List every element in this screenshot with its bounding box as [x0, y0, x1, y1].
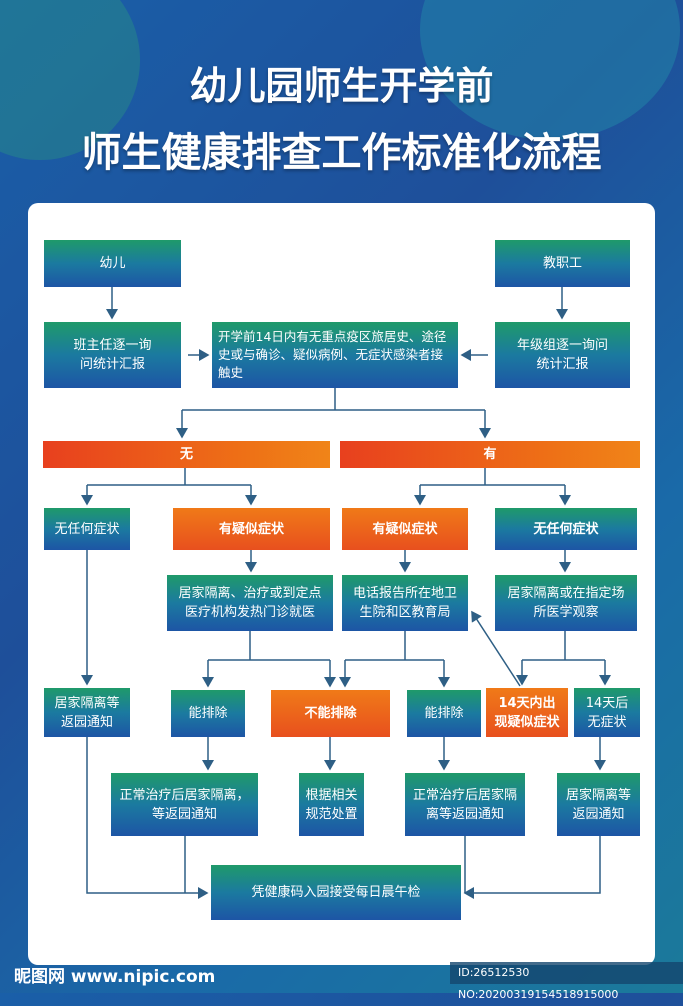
watermark-site: 昵图网 www.nipic.com — [14, 967, 216, 987]
branch-yes: 有 — [340, 441, 640, 468]
node-no-symptoms-right: 无任何症状 — [495, 508, 637, 550]
branch-no: 无 — [43, 441, 330, 468]
node-symptoms-within-14-days: 14天内出现疑似症状 — [486, 688, 568, 737]
title-line-1: 幼儿园师生开学前 — [189, 64, 494, 108]
node-phone-report: 电话报告所在地卫生院和区教育局 — [342, 575, 468, 631]
node-home-wait-left: 居家隔离等返园通知 — [44, 688, 130, 737]
node-treat-then-home-right: 正常治疗后居家隔离等返园通知 — [405, 773, 525, 836]
node-cannot-exclude: 不能排除 — [271, 690, 390, 737]
title-line-2: 师生健康排查工作标准化流程 — [81, 130, 602, 176]
node-home-or-observation: 居家隔离或在指定场所医学观察 — [495, 575, 637, 631]
node-home-isolation-treatment: 居家隔离、治疗或到定点医疗机构发热门诊就医 — [167, 575, 333, 631]
node-no-symptoms-left: 无任何症状 — [44, 508, 130, 550]
node-can-exclude-right: 能排除 — [407, 690, 481, 737]
node-can-exclude-left: 能排除 — [171, 690, 245, 737]
node-suspected-left: 有疑似症状 — [173, 508, 330, 550]
node-children: 幼儿 — [44, 240, 181, 287]
node-head-teacher: 班主任逐一询问统计汇报 — [44, 322, 181, 388]
node-after-14-days-no-symptoms: 14天后无症状 — [574, 688, 640, 737]
node-home-wait-right: 居家隔离等返园通知 — [557, 773, 640, 836]
node-staff: 教职工 — [495, 240, 630, 287]
node-handle-per-rules: 根据相关规范处置 — [299, 773, 364, 836]
node-grade-group: 年级组逐一询问统计汇报 — [495, 322, 630, 388]
node-final-health-code-check: 凭健康码入园接受每日晨午检 — [211, 865, 461, 920]
node-history-check: 开学前14日内有无重点疫区旅居史、途径史或与确诊、疑似病例、无症状感染者接触史 — [212, 322, 458, 388]
node-treat-then-home-left: 正常治疗后居家隔离，等返园通知 — [111, 773, 258, 836]
watermark-id: ID:26512530 NO:20200319154518915000 — [450, 962, 683, 1001]
node-suspected-right: 有疑似症状 — [342, 508, 468, 550]
